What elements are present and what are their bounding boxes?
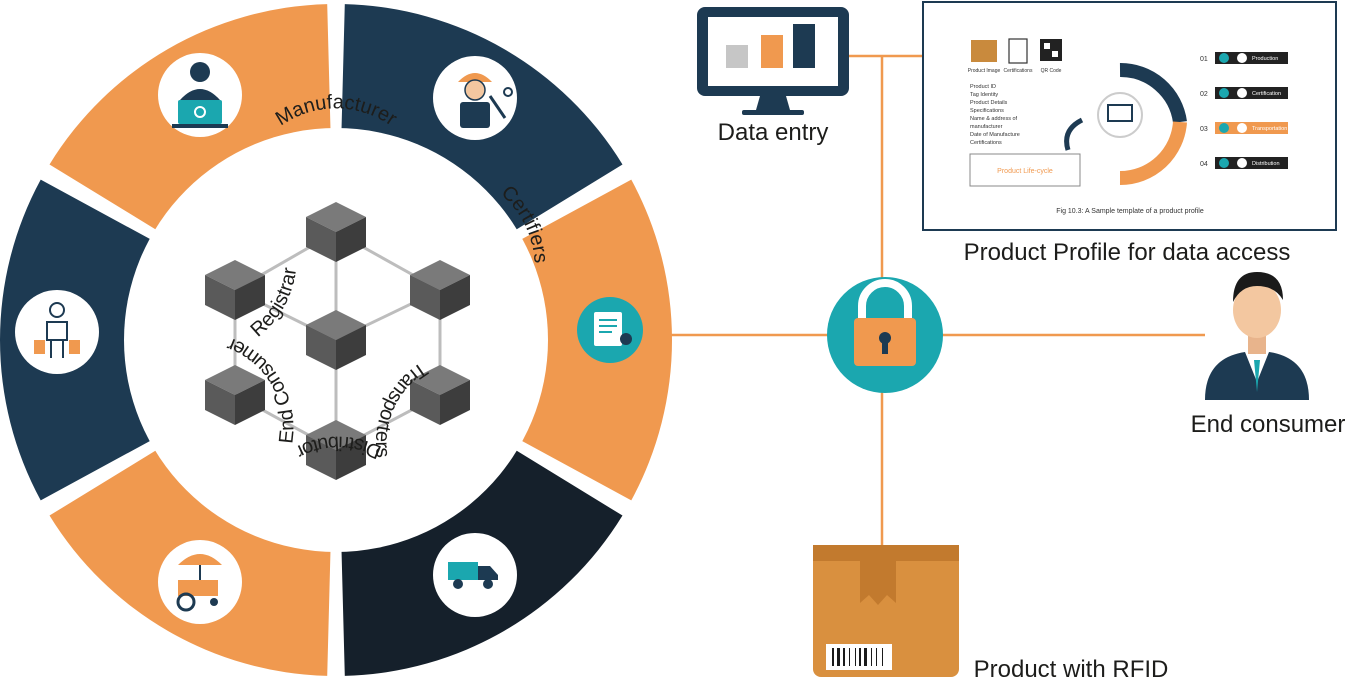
thumb-step: 01 Production [1200,52,1288,64]
product-lifecycle-box: Product Life-cycle [997,168,1053,175]
thumb-step: 03 Transportation [1200,122,1288,134]
block-cube [205,365,265,425]
thumb-step: 02 Certification [1200,87,1288,99]
thumb-icon-label: QR Code [1041,68,1062,74]
delivery-truck-icon [433,533,517,617]
stakeholder-wheel: Manufacturer Certifiers Transporters Dis… [0,4,672,676]
blockchain-network-icon [205,202,470,480]
certificate-icon [577,297,643,363]
block-cube [306,420,366,480]
registrar-laptop-icon [158,53,242,137]
svg-text:03: 03 [1200,126,1208,133]
certifications-icon [1008,38,1028,64]
thumb-field: Date of Manufacture [970,132,1020,138]
data-entry-label: Data entry [718,119,829,146]
qr-code-icon [1040,39,1062,61]
monitor-chart-icon [697,7,849,115]
block-cube [306,202,366,262]
thumb-field: manufacturer [970,124,1003,130]
thumb-field: Name & address of [970,116,1018,122]
block-cube [306,310,366,370]
thumb-field: Tag Identity [970,92,998,98]
shopper-icon [15,290,99,374]
thumb-field: Product Details [970,100,1008,106]
businessman-icon [1205,272,1309,400]
svg-text:02: 02 [1200,91,1208,98]
thumb-step: 04 Distribution [1200,157,1288,169]
product-rfid-label: Product with RFID [974,656,1169,680]
svg-text:Distribution: Distribution [1252,161,1280,167]
block-cube [410,365,470,425]
worker-tools-icon [433,56,517,140]
svg-text:Certification: Certification [1252,91,1281,97]
svg-text:Production: Production [1252,56,1278,62]
thumb-icon-label: Product Image [968,68,1001,74]
product-profile-card: Product Image Certifications QR Code Pro… [922,1,1337,231]
svg-text:04: 04 [1200,161,1208,168]
thumb-field: Specifications [970,108,1004,114]
thumb-field: Certifications [970,140,1002,146]
thumb-icon-label: Certifications [1004,68,1033,74]
product-image-icon [971,40,997,62]
svg-text:01: 01 [1200,56,1208,63]
product-profile-label: Product Profile for data access [964,239,1291,266]
thumb-field: Product ID [970,84,996,90]
block-cube [205,260,265,320]
end-consumer-label: End consumer [1191,411,1346,438]
padlock-icon [827,277,943,393]
thumb-caption: Fig 10.3: A Sample template of a product… [1056,208,1204,215]
package-barcode-icon [813,545,959,677]
block-cube [410,260,470,320]
vendor-cart-icon [158,540,242,624]
svg-text:Transportation: Transportation [1252,126,1287,132]
